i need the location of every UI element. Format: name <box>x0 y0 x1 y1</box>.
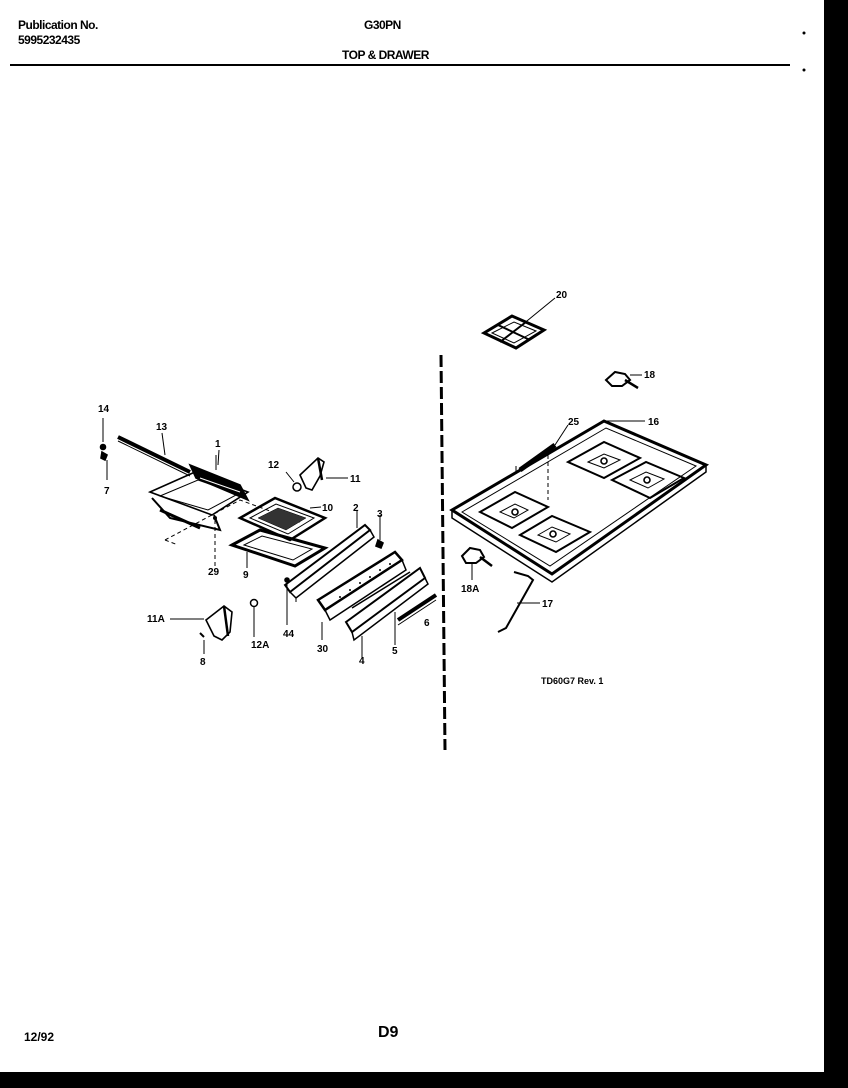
callout-11: 11 <box>350 474 361 485</box>
callout-11a: 11A <box>147 614 165 625</box>
margin-dot <box>802 68 806 72</box>
callout-29: 29 <box>208 567 220 578</box>
part-16-cooktop <box>449 419 710 583</box>
callout-16: 16 <box>648 417 660 428</box>
left-callout-labels: 14 13 1 7 12 11 10 2 3 29 9 11A 6 44 12A… <box>98 404 430 668</box>
callout-18: 18 <box>644 370 656 381</box>
callout-9: 9 <box>243 570 249 581</box>
publication-label: Publication No. <box>18 18 98 32</box>
part-11-bracket <box>299 456 348 491</box>
part-12-roller <box>285 471 302 492</box>
callout-12: 12 <box>268 460 280 471</box>
burner-well-rear-left <box>565 440 643 480</box>
left-leader-lines <box>161 432 322 566</box>
footer-date: 12/92 <box>24 1030 55 1044</box>
callout-13: 13 <box>156 422 168 433</box>
callout-20: 20 <box>556 290 568 301</box>
part-17-rod <box>497 571 540 633</box>
part-44-fastener <box>284 577 290 625</box>
part-13-rail <box>117 435 191 477</box>
footer-page-code: D9 <box>378 1024 399 1041</box>
part-18a-clip <box>460 546 493 580</box>
part-14-screw <box>99 418 107 451</box>
part-7-clip <box>100 450 108 480</box>
callout-4: 4 <box>359 656 365 667</box>
callout-7: 7 <box>104 486 110 497</box>
callout-14: 14 <box>98 404 110 415</box>
burner-well-front-right <box>517 514 593 554</box>
part-3-screw <box>375 515 384 550</box>
drawer-assembly-group <box>99 418 438 658</box>
callout-44: 44 <box>283 629 295 640</box>
part-4-drawer-body <box>344 566 429 658</box>
part-18-clip <box>604 370 642 390</box>
view-separator-line <box>439 354 447 751</box>
part-11a-bracket <box>170 604 233 654</box>
part-6-glide <box>396 593 438 626</box>
callout-12a: 12A <box>251 640 269 651</box>
callout-8: 8 <box>200 657 206 668</box>
callout-10: 10 <box>322 503 334 514</box>
part-5-drawer-handle <box>351 571 411 645</box>
part-2-drawer-front <box>283 510 375 602</box>
part-1-broiler-drawer-frame <box>147 455 250 532</box>
part-25-burner-tube <box>515 424 569 500</box>
callout-3: 3 <box>377 509 383 520</box>
part-9-broiler-pan <box>228 528 329 568</box>
part-20-burner-grate <box>480 297 556 350</box>
callout-1: 1 <box>215 439 221 450</box>
model-number: G30PN <box>364 18 401 32</box>
parts-diagram-sheet: Publication No. 5995232435 G30PN TOP & D… <box>0 0 824 1072</box>
callout-30: 30 <box>317 644 329 655</box>
section-title: TOP & DRAWER <box>342 48 429 62</box>
callout-25: 25 <box>568 417 580 428</box>
margin-dot <box>802 31 806 35</box>
callout-5: 5 <box>392 646 398 657</box>
right-callout-labels: 20 18 25 16 18A 17 TD60G7 Rev. 1 <box>461 290 660 686</box>
callout-18a: 18A <box>461 584 479 595</box>
burner-well-front-left <box>477 490 551 530</box>
part-12a-roller <box>249 598 259 637</box>
part-30-drawer-panel <box>316 550 407 640</box>
drawing-code: TD60G7 Rev. 1 <box>541 676 603 686</box>
callout-17: 17 <box>542 599 554 610</box>
callout-2: 2 <box>353 503 359 514</box>
exploded-view-drawing: 14 13 1 7 12 11 10 2 3 29 9 11A 6 44 12A… <box>10 31 806 751</box>
cooktop-assembly-group <box>449 297 710 633</box>
publication-number: 5995232435 <box>18 33 80 47</box>
callout-6: 6 <box>424 618 430 629</box>
burner-well-rear-right <box>609 460 687 500</box>
